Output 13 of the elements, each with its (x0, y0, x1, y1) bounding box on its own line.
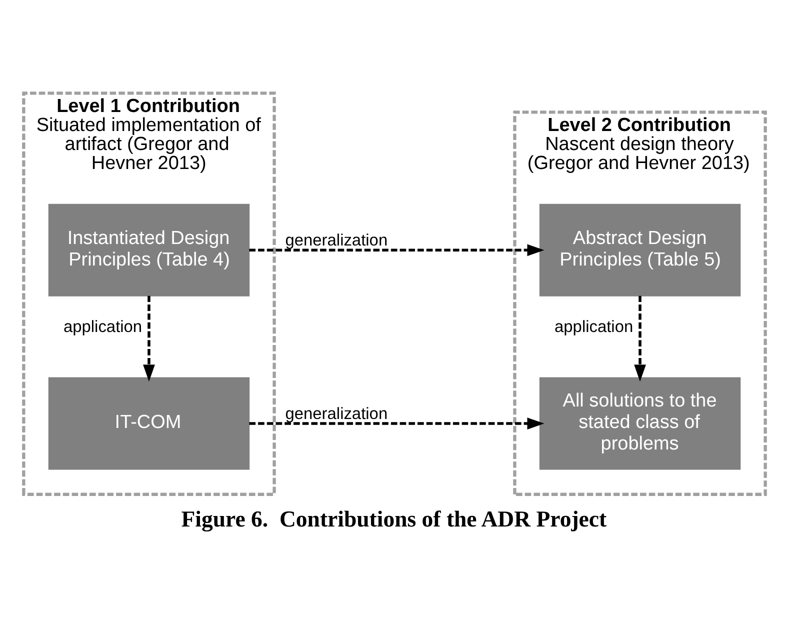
node-box: Instantiated Design Principles (Table 4) (48, 204, 250, 296)
node-box: IT-COM (48, 377, 250, 470)
arrow (249, 418, 544, 430)
edge-label: application (554, 318, 634, 336)
arrow (249, 244, 544, 256)
edge-label: generalization (285, 404, 388, 423)
edge-label: application (63, 318, 142, 336)
arrow (143, 296, 155, 382)
node-box: Abstract Design Principles (Table 5) (539, 204, 741, 296)
arrow (634, 296, 646, 382)
caption: Figure 6. Contributions of the ADR Project (181, 506, 607, 532)
edge-label: generalization (285, 232, 388, 250)
node-box: All solutions to the stated class of problems (539, 377, 741, 470)
